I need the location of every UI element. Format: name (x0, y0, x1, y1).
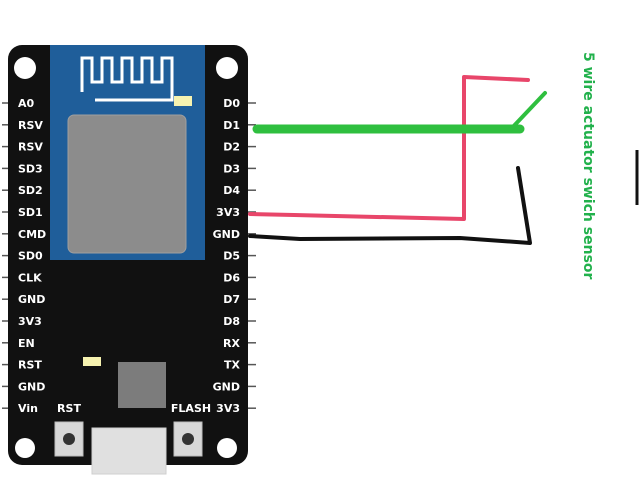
antenna-trace-icon (80, 56, 174, 102)
micro-usb-connector (91, 427, 167, 475)
left-pin-label: SD2 (18, 184, 43, 197)
metal-shield (67, 114, 187, 254)
flash-button-label: FLASH (171, 402, 211, 415)
left-pin-label: CMD (18, 228, 46, 241)
left-pin-label: 3V3 (18, 315, 42, 328)
rst-button-label: RST (57, 402, 81, 415)
flash-button[interactable] (173, 421, 203, 457)
right-pin-label: D7 (223, 293, 240, 306)
status-led-module (174, 96, 192, 106)
right-pin-label: D5 (223, 250, 240, 263)
usb-chip (118, 362, 166, 408)
sensor-label: 5 wire actuator swich sensor (580, 52, 596, 280)
ground-wire (248, 166, 532, 245)
right-pin-label: D4 (223, 184, 240, 197)
left-pin-label: CLK (18, 271, 42, 284)
right-pin-label: D1 (223, 119, 240, 132)
right-pin-label: D0 (223, 97, 240, 110)
left-pin-label: SD1 (18, 206, 43, 219)
left-pin-stubs (2, 102, 8, 409)
right-pin-label: GND (213, 228, 240, 241)
status-led-board (83, 357, 101, 366)
left-pin-label: RST (18, 359, 42, 372)
left-pin-label: SD3 (18, 162, 43, 175)
right-pin-label: D2 (223, 141, 240, 154)
left-pin-label: RSV (18, 141, 43, 154)
right-pin-label: D6 (223, 271, 240, 284)
right-pin-label: D3 (223, 162, 240, 175)
mounting-hole-top-right (216, 57, 238, 79)
left-pin-label: GND (18, 380, 45, 393)
left-pin-label: Vin (18, 402, 38, 415)
left-pin-label: RSV (18, 119, 43, 132)
right-pin-stubs (248, 102, 256, 409)
right-pin-label: 3V3 (216, 402, 240, 415)
left-pin-label: SD0 (18, 250, 43, 263)
left-pin-label: A0 (18, 97, 35, 110)
signal-wire-tail (508, 91, 547, 132)
mounting-hole-top-left (14, 57, 36, 79)
mounting-hole-bottom-left (15, 438, 35, 458)
left-pin-label: GND (18, 293, 45, 306)
rst-button[interactable] (54, 421, 84, 457)
right-pin-label: GND (213, 380, 240, 393)
right-pin-label: 3V3 (216, 206, 240, 219)
left-pin-label: EN (18, 337, 35, 350)
right-pin-label: TX (224, 359, 241, 372)
right-pin-label: D8 (223, 315, 240, 328)
mounting-hole-bottom-right (217, 438, 237, 458)
power-wire (248, 75, 530, 221)
right-pin-label: RX (223, 337, 240, 350)
